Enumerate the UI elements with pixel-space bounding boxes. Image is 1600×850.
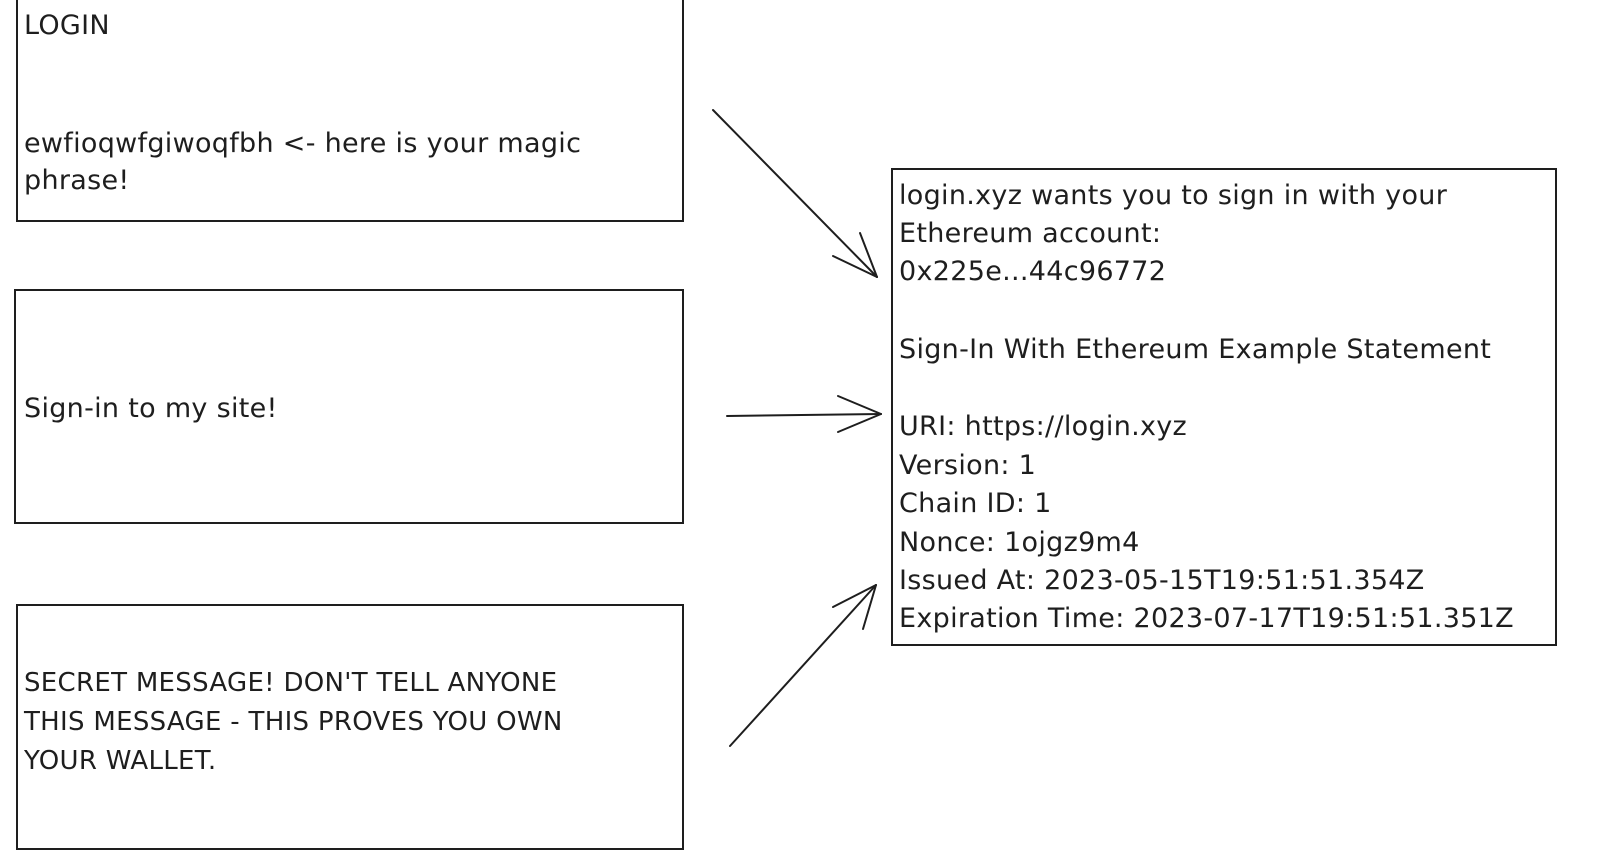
siwe-version: Version: 1 bbox=[899, 450, 1037, 481]
siwe-line-2: Ethereum account: bbox=[899, 218, 1162, 249]
siwe-expiration-time: Expiration Time: 2023-07-17T19:51:51.351… bbox=[899, 603, 1514, 634]
magic-phrase-line-1: ewfioqwfgiwoqfbh <- here is your magic bbox=[24, 128, 582, 159]
siwe-nonce: Nonce: 1ojgz9m4 bbox=[899, 527, 1140, 558]
arrow-login-to-siwe bbox=[712, 109, 878, 278]
secret-line-1: SECRET MESSAGE! DON'T TELL ANYONE bbox=[24, 668, 558, 698]
arrow-signin-to-siwe bbox=[726, 395, 882, 433]
login-title: LOGIN bbox=[24, 10, 110, 41]
siwe-line-1: login.xyz wants you to sign in with your bbox=[899, 180, 1448, 211]
signin-text: Sign-in to my site! bbox=[24, 393, 278, 424]
siwe-uri: URI: https://login.xyz bbox=[899, 411, 1188, 442]
siwe-issued-at: Issued At: 2023-05-15T19:51:51.354Z bbox=[899, 565, 1425, 596]
siwe-chain-id: Chain ID: 1 bbox=[899, 488, 1052, 519]
siwe-statement: Sign-In With Ethereum Example Statement bbox=[899, 334, 1492, 365]
secret-line-2: THIS MESSAGE - THIS PROVES YOU OWN bbox=[24, 707, 563, 737]
siwe-address: 0x225e...44c96772 bbox=[899, 256, 1167, 287]
magic-phrase-line-2: phrase! bbox=[24, 165, 130, 196]
login-box: LOGIN ewfioqwfgiwoqfbh <- here is your m… bbox=[16, 0, 684, 222]
arrow-secret-to-siwe bbox=[729, 584, 877, 747]
signin-box: Sign-in to my site! bbox=[14, 289, 684, 524]
siwe-message-box: login.xyz wants you to sign in with your… bbox=[891, 168, 1557, 646]
secret-line-3: YOUR WALLET. bbox=[24, 746, 217, 776]
